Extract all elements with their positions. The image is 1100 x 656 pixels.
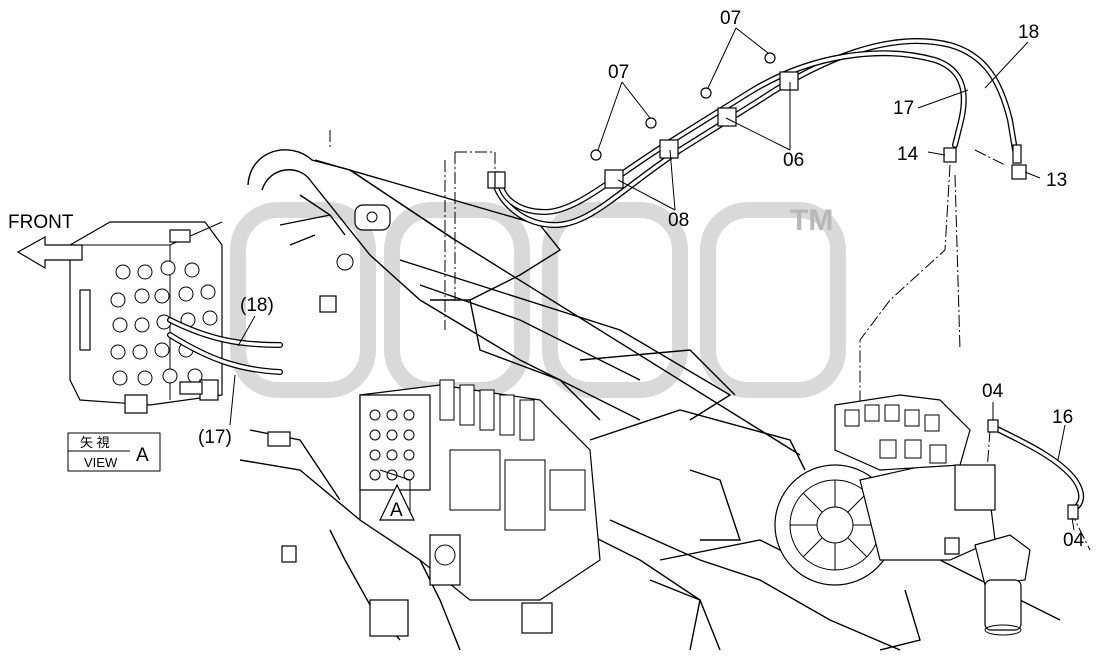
chassis-frame bbox=[239, 149, 1061, 651]
small-brackets bbox=[179, 295, 553, 637]
control-valve bbox=[359, 379, 601, 601]
fittings bbox=[943, 144, 1027, 180]
callout-07-right: 07 bbox=[720, 8, 741, 29]
callout-16: 16 bbox=[1052, 407, 1073, 428]
callout-06: 06 bbox=[783, 150, 804, 171]
callout-labels: 07 07 06 08 18 17 14 13 04 16 04 (18) (1… bbox=[198, 8, 1085, 551]
front-arrow: FRONT bbox=[8, 212, 83, 270]
callout-17-ref: (17) bbox=[198, 427, 232, 448]
view-a-marker: A bbox=[379, 483, 415, 521]
view-letter: A bbox=[136, 445, 149, 466]
front-label: FRONT bbox=[8, 212, 74, 233]
callout-04-lower: 04 bbox=[1063, 530, 1085, 551]
hose-route-upper bbox=[487, 38, 1018, 229]
callout-18-ref: (18) bbox=[240, 295, 274, 316]
view-a-label-box: 矢 視 VIEW A bbox=[67, 432, 161, 472]
callout-17: 17 bbox=[893, 98, 914, 119]
callout-04-upper: 04 bbox=[982, 381, 1004, 402]
view-a-valve-block bbox=[69, 221, 223, 414]
hose-clamps bbox=[604, 71, 799, 189]
callout-07-left: 07 bbox=[608, 62, 629, 83]
centre-lines bbox=[329, 130, 1091, 551]
pump-assembly bbox=[774, 394, 996, 586]
callout-18: 18 bbox=[1018, 22, 1039, 43]
view-a-hoses bbox=[167, 317, 283, 375]
filter-assembly bbox=[944, 534, 1031, 636]
view-kanji-text: 矢 視 bbox=[80, 435, 110, 450]
callout-13: 13 bbox=[1046, 170, 1067, 191]
callout-08: 08 bbox=[668, 210, 689, 231]
view-text: VIEW bbox=[84, 455, 118, 470]
callout-14: 14 bbox=[897, 144, 919, 165]
hose-16 bbox=[987, 419, 1085, 520]
trademark-text: TM bbox=[790, 204, 833, 237]
leader-lines bbox=[229, 27, 1075, 531]
view-marker-letter: A bbox=[390, 500, 403, 521]
bolts-07 bbox=[590, 52, 776, 161]
